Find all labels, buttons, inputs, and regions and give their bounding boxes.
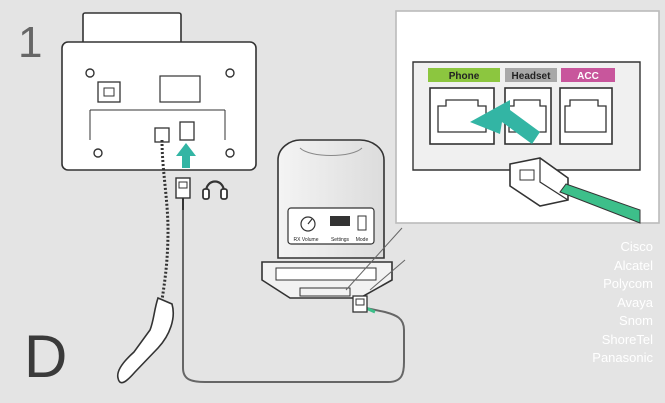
port-panel-zoom — [395, 10, 660, 224]
headset-port-label-bar — [505, 68, 557, 82]
step-number: 1 — [18, 18, 43, 67]
coiled-handset-cord — [160, 139, 170, 301]
section-letter: D — [24, 323, 68, 390]
headset-base-station — [261, 139, 393, 299]
rx-volume-label: RX Volume — [293, 237, 318, 243]
phone-port-label-bar — [428, 68, 500, 82]
brand-item: Cisco — [620, 239, 653, 254]
zoom-callout-lines — [345, 227, 406, 291]
base-connector — [352, 295, 368, 313]
rj-connector — [175, 177, 191, 210]
acc-port — [559, 87, 613, 145]
insert-arrow-zoom — [470, 100, 540, 144]
phone-port-label: Phone — [449, 71, 480, 82]
acc-port-label-bar — [561, 68, 615, 82]
desk-phone — [61, 12, 257, 171]
insert-arrow-phone — [176, 143, 196, 168]
brand-item: Avaya — [617, 294, 653, 310]
brand-item: ShoreTel — [601, 331, 653, 347]
phone-handset — [116, 296, 174, 384]
acc-port-label: ACC — [577, 71, 599, 82]
compatible-brand-list: Cisco Alcatel Polycom Avaya Snom ShoreTe… — [592, 238, 653, 368]
headset-icon — [202, 180, 228, 200]
brand-item: Alcatel — [613, 257, 653, 273]
headset-port-label: Headset — [512, 71, 552, 82]
brand-item: Snom — [619, 313, 653, 328]
brand-item: Panasonic — [592, 350, 653, 365]
rj-plug-zoom — [509, 157, 641, 224]
settings-label: Settings — [331, 237, 350, 243]
mode-label: Mode — [356, 237, 369, 243]
brand-item: Polycom — [603, 276, 653, 291]
